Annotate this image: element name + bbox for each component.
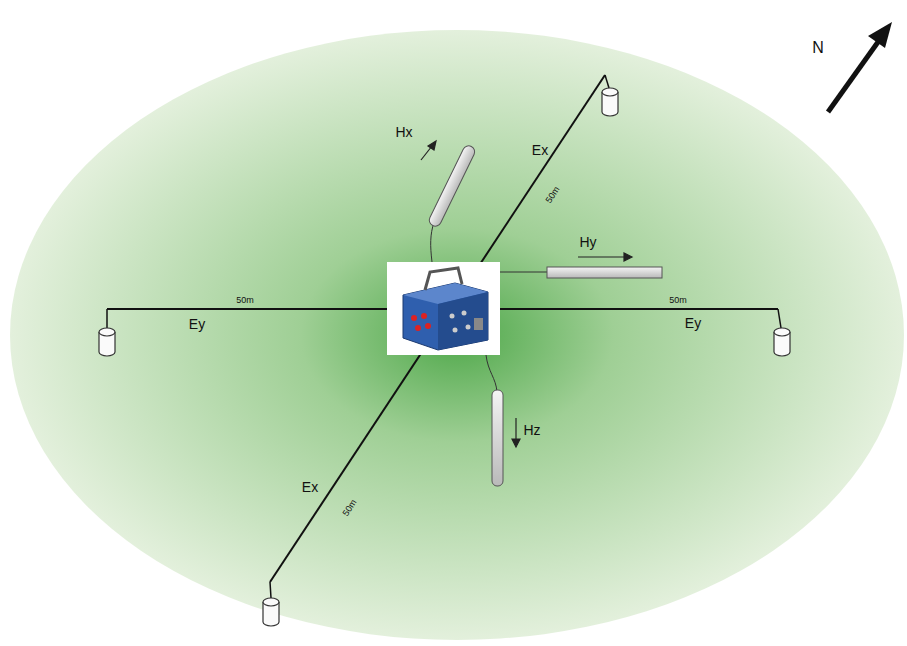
electrode (99, 88, 790, 626)
line-label: Ex (302, 480, 318, 494)
sensor-label: Hx (395, 125, 412, 139)
line-label: Ey (685, 316, 701, 330)
line-label: Ey (189, 317, 205, 331)
sensor-label: Hy (579, 235, 596, 249)
recorder-unit (387, 262, 500, 355)
north-label: N (812, 40, 824, 56)
dimension-label: 50m (669, 296, 687, 305)
hx-sensor (427, 144, 476, 228)
dimension-label: 50m (236, 296, 254, 305)
sensor-label: Hz (523, 423, 540, 437)
line-label: Ex (532, 143, 548, 157)
survey-area (10, 30, 904, 640)
hz-sensor (492, 390, 503, 486)
hy-sensor (547, 267, 662, 278)
